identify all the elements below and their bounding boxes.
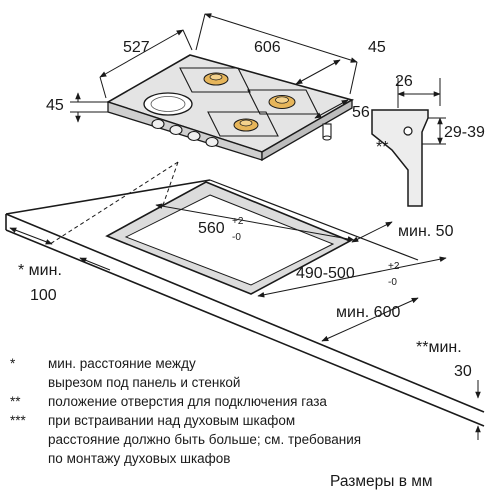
dim-cutout-depth-tol-minus: -0 — [388, 277, 397, 288]
dim-cutout-width: 560 — [198, 220, 225, 237]
gas-hole-marker — [403, 126, 413, 136]
dim-min-wall-value: 30 — [454, 363, 472, 380]
dim-cutout-width-tol-plus: +2 — [232, 216, 244, 227]
legend-line: по монтажу духовых шкафов — [48, 451, 230, 466]
legend-line: мин. расстояние между — [48, 356, 196, 371]
dim-min-right: мин. 50 — [398, 223, 454, 240]
dim-connection-offset: 56 — [352, 104, 370, 121]
hob — [106, 54, 355, 162]
dim-min-front: мин. 600 — [336, 304, 400, 321]
gas-connection — [322, 123, 332, 141]
legend-line: расстояние должно быть больше; см. требо… — [48, 432, 361, 447]
legend-mark: *** — [10, 413, 27, 428]
control-knob — [187, 130, 201, 142]
dim-cutout-width-tol-minus: -0 — [232, 232, 241, 243]
dim-cutout-depth-tol-plus: +2 — [388, 261, 400, 272]
bracket-detail — [371, 78, 446, 207]
control-knob — [169, 124, 183, 136]
dim-hob-width: 606 — [254, 39, 281, 56]
gas-burner — [207, 111, 279, 137]
dim-bracket-width: 26 — [395, 73, 413, 90]
legend-line: вырезом под панель и стенкой — [48, 375, 240, 390]
control-knob — [205, 136, 219, 148]
dim-min-left-label: * мин. — [18, 262, 62, 279]
dim-hob-depth: 527 — [123, 39, 150, 56]
gas-burner — [247, 89, 319, 115]
legend-line: положение отверстия для подключения газа — [48, 394, 327, 409]
dim-cutout-depth: 490-500 — [296, 265, 355, 282]
dimension-lines — [9, 13, 481, 440]
legend-mark: * — [10, 356, 16, 371]
legend-mark: ** — [10, 394, 21, 409]
legend: * мин. расстояние между вырезом под пане… — [10, 356, 361, 466]
units-caption: Размеры в мм — [330, 473, 433, 490]
gas-burner — [179, 67, 251, 93]
dim-hob-height: 45 — [46, 97, 64, 114]
dim-bracket-range: 29-39 — [444, 124, 485, 141]
legend-line: при встраивании над духовым шкафом — [48, 413, 295, 428]
dim-min-wall-label: **мин. — [416, 339, 462, 356]
dim-frame-offset: 45 — [368, 39, 386, 56]
dim-min-left-value: 100 — [30, 287, 57, 304]
dimension-labels: 527 606 45 45 56 26 29-39 ** 560 +2 -0 4… — [18, 39, 485, 380]
projection-lines — [49, 161, 179, 245]
control-knob — [151, 118, 165, 130]
bracket-marker: ** — [376, 139, 388, 156]
